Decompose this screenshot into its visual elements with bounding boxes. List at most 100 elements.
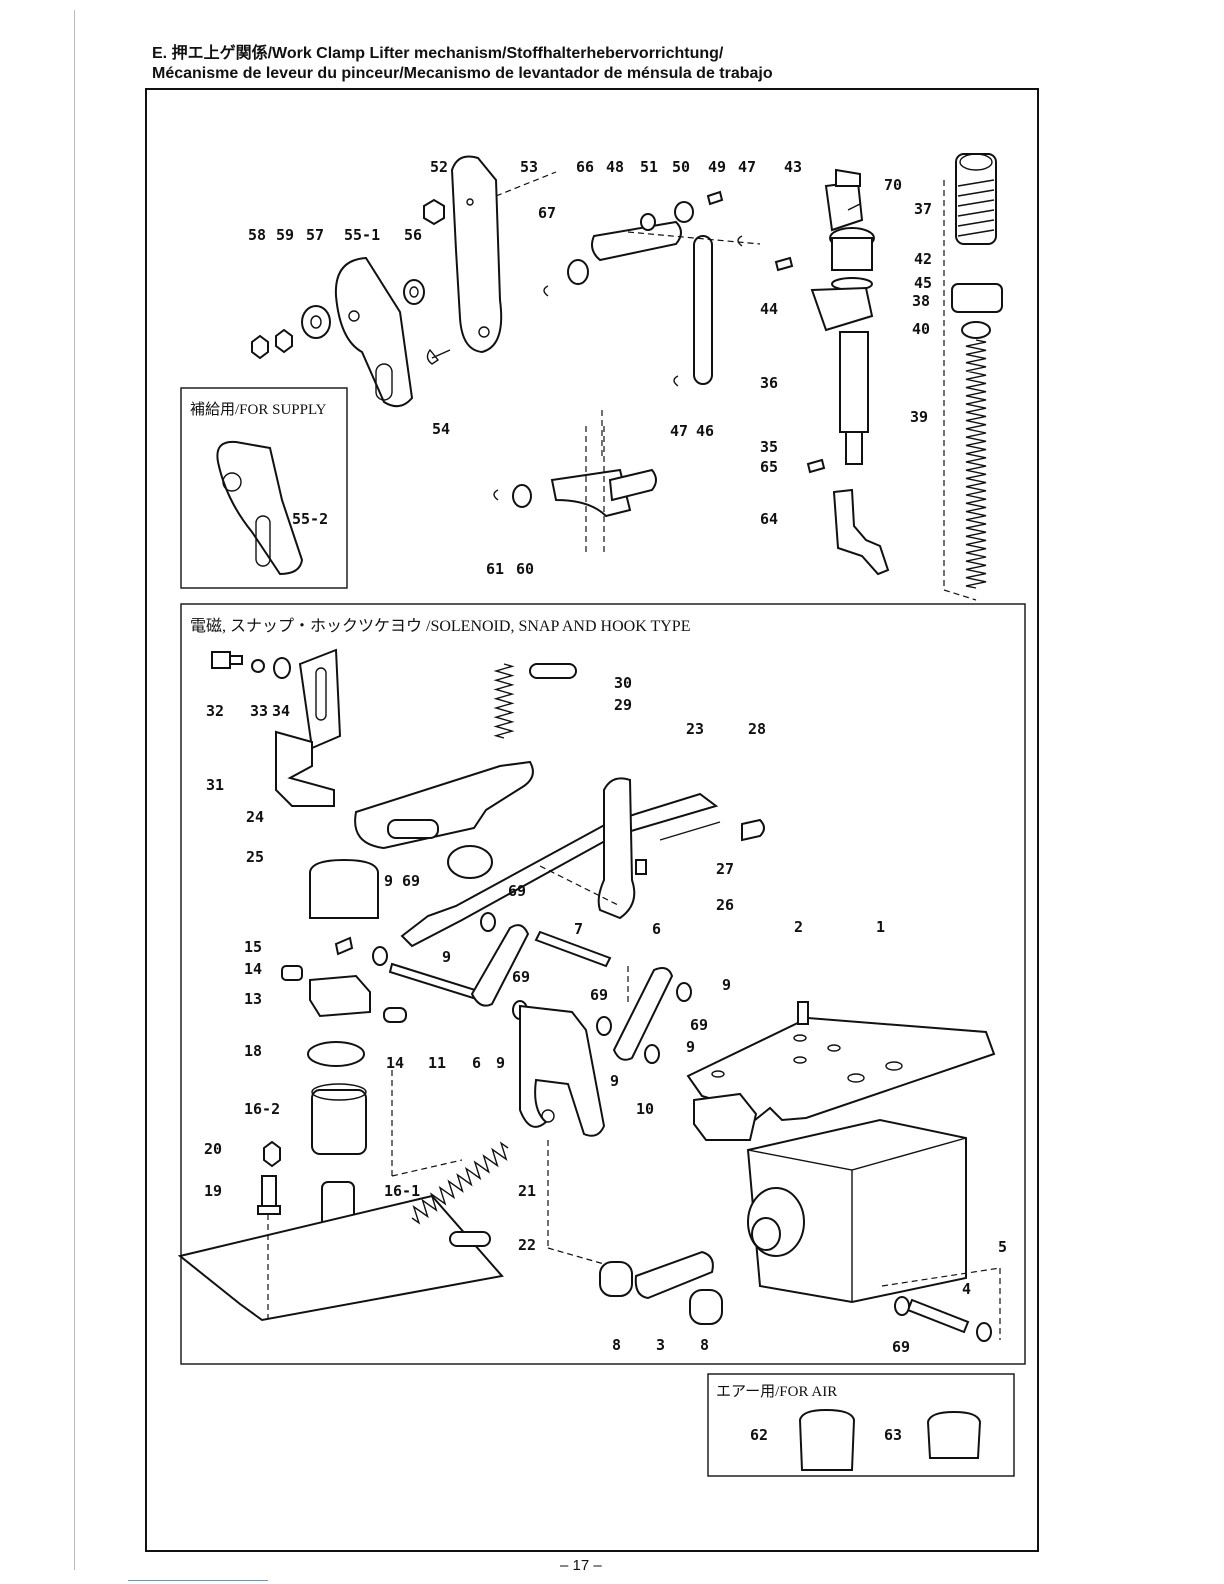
part-number-label: 24	[246, 808, 264, 826]
cam-55-2-slot	[255, 515, 271, 567]
screw-37-head	[959, 153, 993, 171]
part-number-label: 57	[306, 226, 324, 244]
presser-bar-tip-35	[845, 431, 863, 465]
page-number: – 17 –	[560, 1557, 602, 1574]
presser-bar-36	[839, 331, 869, 433]
stud-14b	[383, 1007, 407, 1023]
part-number-label: 33	[250, 702, 268, 720]
e-ring-67	[543, 285, 549, 297]
nut-59	[275, 328, 293, 354]
part-number-label: 7	[574, 920, 583, 938]
bracket-body	[831, 237, 873, 271]
part-number-label: 62	[750, 1426, 768, 1444]
part-number-label: 14	[386, 1054, 404, 1072]
cam-plate-55-2	[216, 440, 304, 576]
part-number-label: 63	[884, 1426, 902, 1444]
footer-link-line	[128, 1580, 268, 1581]
part-number-label: 69	[512, 968, 530, 986]
screw-54	[426, 348, 451, 365]
bushing-8a	[599, 1261, 633, 1297]
stud-14	[281, 965, 303, 981]
plate-holes	[711, 1034, 903, 1083]
bracket-10-hole	[541, 1109, 555, 1123]
rod-23	[400, 792, 719, 948]
washer-33	[251, 659, 265, 673]
washer-69a	[480, 912, 496, 932]
spring-29	[493, 663, 515, 739]
assembly-lines	[267, 171, 1001, 1340]
part-number-label: 50	[672, 158, 690, 176]
bracket-31-base	[275, 730, 335, 807]
part-number-label: 34	[272, 702, 290, 720]
clamp-44	[810, 286, 874, 332]
bushing-8b	[689, 1289, 723, 1325]
part-number-label: 56	[404, 226, 422, 244]
part-number-label: 55-2	[292, 510, 328, 528]
part-number-label: 28	[748, 720, 766, 738]
part-number-label: 49	[708, 158, 726, 176]
part-number-label: 69	[892, 1338, 910, 1356]
link-46	[693, 235, 713, 385]
part-number-label: 20	[204, 1140, 222, 1158]
part-number-label: 11	[428, 1054, 446, 1072]
part-number-label: 29	[614, 696, 632, 714]
part-number-label: 55-1	[344, 226, 380, 244]
pin-23-rod	[659, 821, 721, 841]
part-number-label: 67	[538, 204, 556, 222]
part-number-label: 69	[402, 872, 420, 890]
plunger-end	[751, 1217, 781, 1251]
collar-66	[567, 259, 589, 285]
screw-37-threads	[957, 179, 995, 237]
part-number-label: 42	[914, 250, 932, 268]
collar-25	[447, 845, 493, 879]
part-number-label: 1	[876, 918, 885, 936]
screw-49	[706, 190, 724, 206]
part-number-label: 16-2	[244, 1100, 280, 1118]
part-number-label: 53	[520, 158, 538, 176]
part-number-label: 26	[716, 896, 734, 914]
part-number-label: 60	[516, 560, 534, 578]
part-number-label: 48	[606, 158, 624, 176]
part-number-label: 64	[760, 510, 778, 528]
part-number-label: 52	[430, 158, 448, 176]
cap-top	[309, 858, 379, 919]
part-number-label: 40	[912, 320, 930, 338]
part-number-label: 9	[722, 976, 731, 994]
part-number-label: 44	[760, 300, 778, 318]
e-ring-61	[493, 489, 499, 501]
part-number-label: 8	[612, 1336, 621, 1354]
air-box	[707, 1373, 1015, 1477]
part-number-label: 69	[690, 1016, 708, 1034]
washer-69e	[676, 982, 692, 1002]
part-number-label: 9	[496, 1054, 505, 1072]
screw-43	[774, 256, 794, 272]
collar-60	[512, 484, 532, 508]
part-number-label: 27	[716, 860, 734, 878]
solenoid-box-label: 電磁, スナップ・ホックツケヨウ /SOLENOID, SNAP AND HOO…	[190, 618, 691, 635]
part-number-label: 9	[442, 948, 451, 966]
washer-69h	[976, 1322, 992, 1342]
nut-20	[263, 1140, 281, 1168]
supply-box	[180, 387, 348, 589]
e-ring-47a	[737, 235, 743, 247]
cap-40	[961, 321, 991, 339]
cam-hole	[348, 310, 360, 322]
part-number-label: 5	[998, 1238, 1007, 1256]
section-title-line1: E. 押エ上ゲ関係/Work Clamp Lifter mechanism/St…	[152, 44, 723, 63]
cam-plate-55-1	[334, 256, 414, 408]
part-number-label: 30	[614, 674, 632, 692]
part-number-label: 21	[518, 1182, 536, 1200]
screw-28	[741, 818, 765, 842]
collar-56	[403, 279, 425, 305]
cam-55-2-hole	[222, 472, 242, 492]
part-number-label: 9	[686, 1038, 695, 1056]
screw-65	[806, 458, 826, 474]
crank-26	[597, 777, 636, 920]
screw-32-shank	[229, 655, 243, 665]
part-number-label: 54	[432, 420, 450, 438]
pin-30	[529, 663, 577, 679]
screw-32	[211, 651, 231, 669]
part-number-label: 10	[636, 1100, 654, 1118]
